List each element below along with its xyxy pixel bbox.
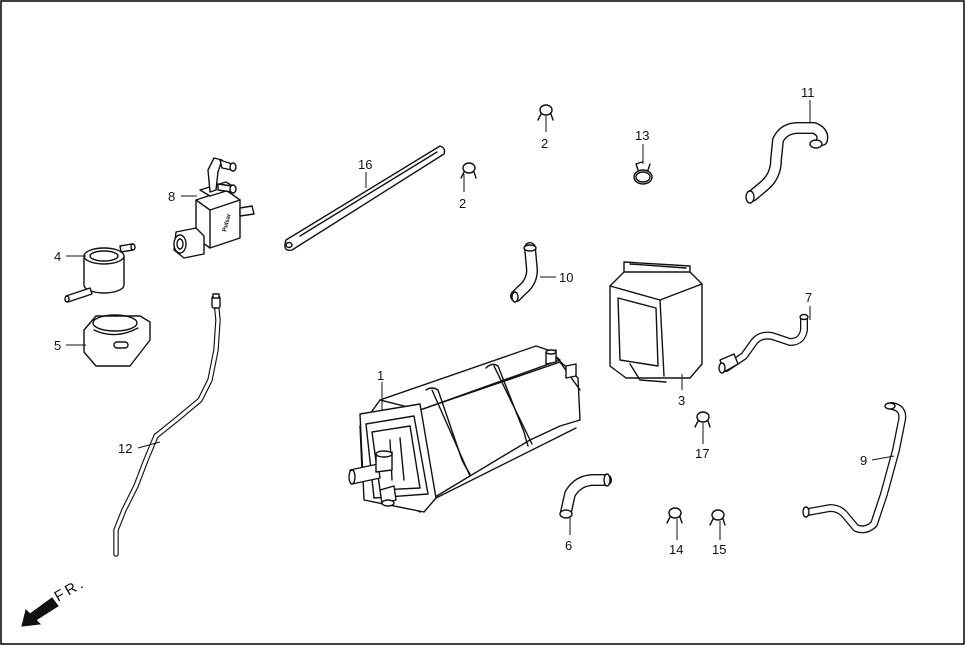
- part-11-hose: [745, 122, 829, 204]
- part-9-hose: [802, 402, 907, 534]
- callout-2a: 2: [541, 136, 548, 151]
- callout-4: 4: [54, 249, 61, 264]
- clamp-2a: [537, 104, 554, 121]
- leader-lines: [66, 100, 895, 540]
- part-3-housing: [609, 261, 703, 383]
- part-6-elbow: [559, 473, 612, 519]
- clamp-17: [694, 411, 711, 428]
- callout-12: 12: [118, 441, 132, 456]
- clamp-2b: [460, 162, 477, 179]
- callout-7: 7: [805, 290, 812, 305]
- part-5-bracket: [83, 314, 151, 367]
- clamp-15: [709, 509, 726, 526]
- callout-13: 13: [635, 128, 649, 143]
- callout-5: 5: [54, 338, 61, 353]
- callout-3: 3: [678, 393, 685, 408]
- part-4-filter: [64, 243, 136, 303]
- clamp-13: [633, 161, 653, 185]
- front-direction-indicator: FR.: [21, 574, 89, 627]
- callout-8: 8: [168, 189, 175, 204]
- valve-brand-text: Pulsar: [222, 213, 233, 233]
- front-label: FR.: [52, 574, 89, 605]
- part-10-elbow: [510, 242, 538, 303]
- callout-11: 11: [801, 85, 815, 100]
- callout-16: 16: [358, 157, 372, 172]
- callout-2b: 2: [459, 196, 466, 211]
- part-12-long-hose: [113, 293, 221, 557]
- callout-15: 15: [712, 542, 726, 557]
- part-8-purge-valve: Pulsar: [173, 157, 255, 259]
- front-arrow-icon: [21, 597, 59, 627]
- callout-17: 17: [695, 446, 709, 461]
- callout-14: 14: [669, 542, 683, 557]
- callout-9: 9: [860, 453, 867, 468]
- callout-10: 10: [559, 270, 573, 285]
- part-1-canister: [348, 345, 581, 513]
- part-7-hose: [718, 313, 809, 374]
- clamp-14: [666, 507, 683, 524]
- part-16-rod: [284, 145, 446, 251]
- callout-1: 1: [377, 368, 384, 383]
- callout-6: 6: [565, 538, 572, 553]
